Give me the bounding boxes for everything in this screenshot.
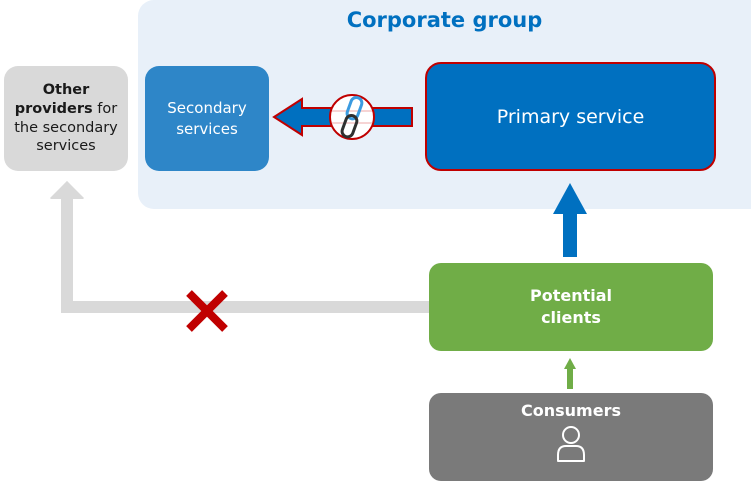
other-providers-line2-bold: providers — [14, 100, 93, 117]
corporate-group-title: Corporate group — [346, 8, 543, 32]
primary-service-label: Primary service — [496, 105, 645, 128]
potential-line2: clients — [541, 308, 601, 327]
gray-edge-path — [61, 198, 429, 313]
secondary-line2: services — [176, 119, 238, 138]
potential-clients-node: Potential clients — [429, 263, 713, 351]
primary-service-node: Primary service — [425, 62, 716, 171]
consumers-label: Consumers — [521, 401, 621, 420]
gray-edge-arrowhead — [50, 181, 84, 199]
secondary-line1: Secondary — [167, 99, 247, 118]
consumers-node: Consumers — [429, 393, 713, 481]
other-providers-node: Other providers for the secondary servic… — [4, 66, 128, 171]
gray-edge-arrow — [50, 181, 429, 301]
potential-line1: Potential — [529, 286, 613, 306]
user-icon — [557, 426, 585, 462]
blue-edge-up-arrow — [553, 183, 587, 257]
cross-icon — [186, 290, 228, 332]
link-icon — [329, 94, 375, 140]
secondary-services-node: Secondary services — [145, 66, 269, 171]
other-providers-line3: the secondary — [14, 119, 118, 136]
other-providers-line1: Other — [42, 81, 90, 98]
other-providers-line2-rest: for — [92, 100, 118, 117]
other-providers-line4: services — [36, 138, 96, 155]
green-edge-up-arrow — [564, 358, 576, 389]
